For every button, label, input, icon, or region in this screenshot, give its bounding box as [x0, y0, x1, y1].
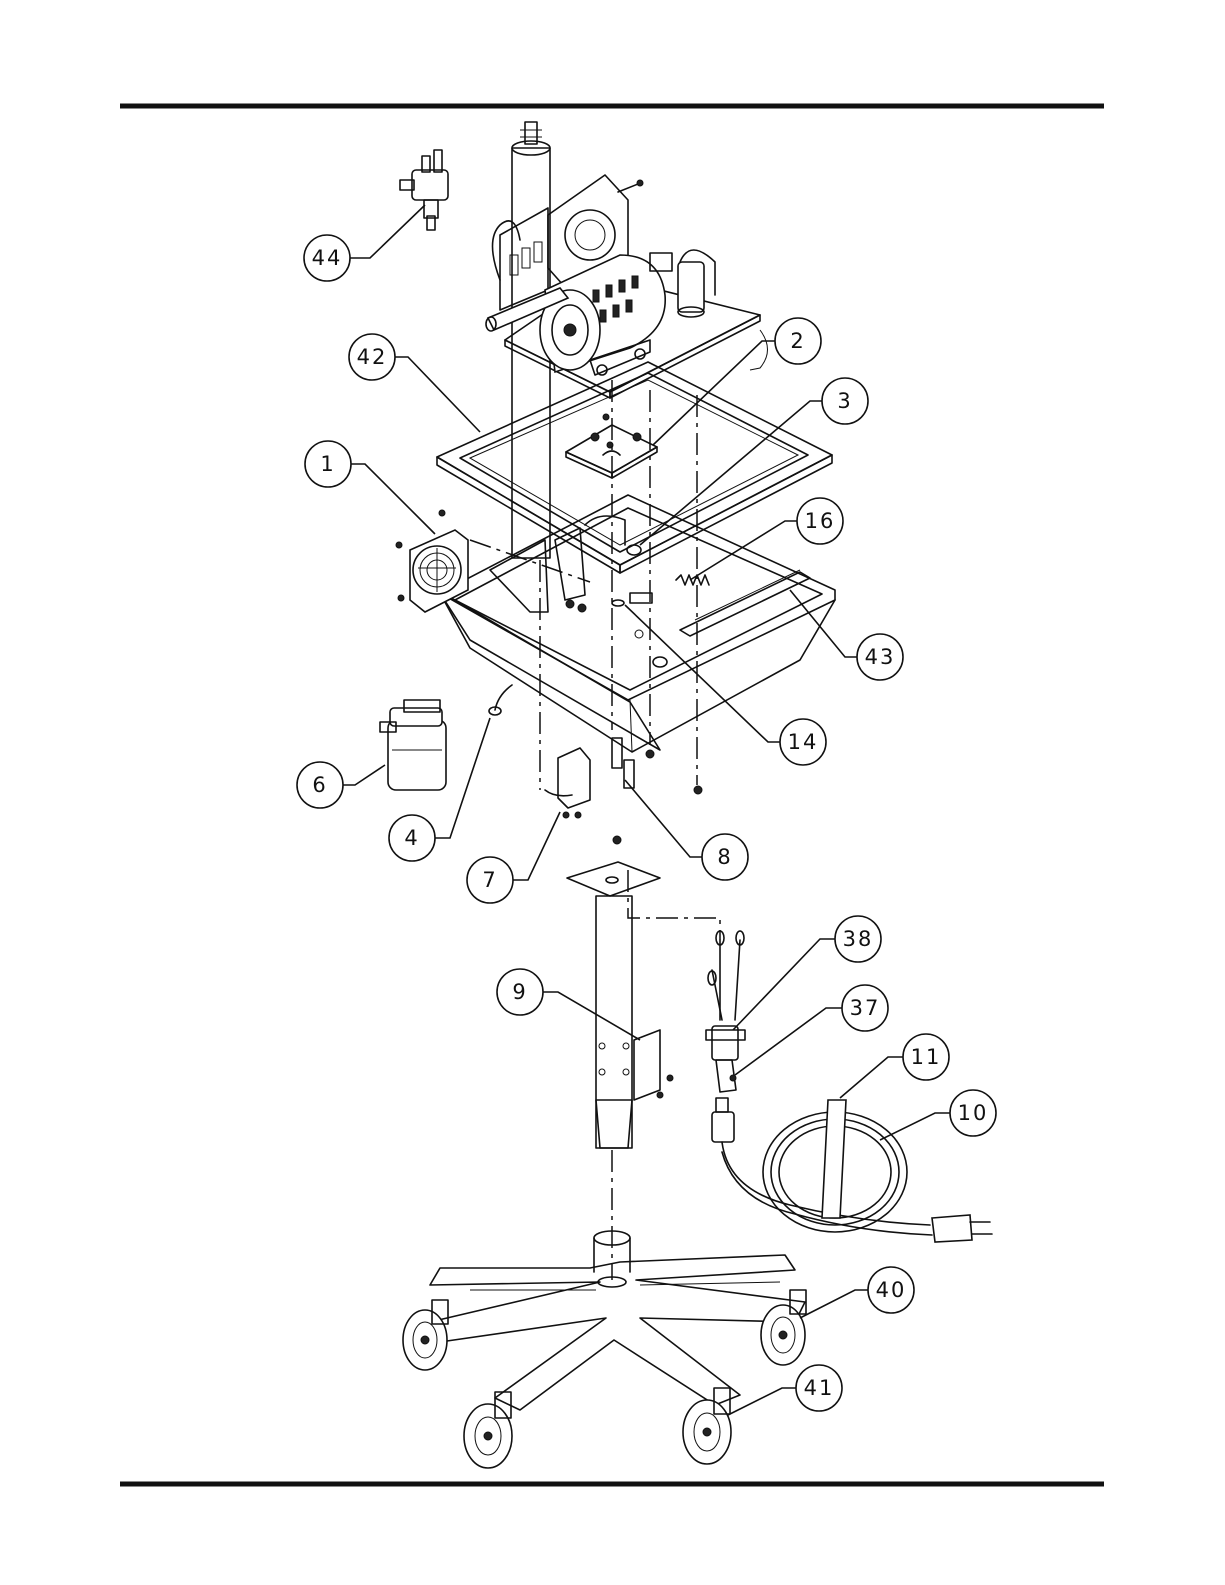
caster-wheel-right-front [683, 1388, 731, 1464]
hose-barb [612, 738, 702, 844]
callout-10: 10 [950, 1090, 996, 1136]
callout-42: 42 [349, 334, 395, 380]
callout-label: 37 [850, 996, 881, 1020]
callout-label: 38 [843, 927, 874, 951]
callout-label: 41 [804, 1376, 835, 1400]
caster-base [430, 1231, 805, 1410]
callout-37: 37 [842, 985, 888, 1031]
callout-label: 10 [958, 1101, 989, 1125]
caster-wheel-left-back [403, 1300, 448, 1370]
support-pole [567, 862, 673, 1148]
callout-label: 9 [512, 980, 527, 1004]
callout-label: 6 [312, 773, 327, 797]
callout-label: 44 [312, 246, 343, 270]
switch-bracket [545, 748, 590, 818]
base-tray [440, 495, 835, 752]
power-inlet [706, 931, 745, 1142]
callout-16: 16 [797, 498, 843, 544]
filter-jar [380, 700, 446, 790]
callout-8: 8 [702, 834, 748, 880]
callout-label: 43 [865, 645, 896, 669]
callout-label: 16 [805, 509, 836, 533]
callout-40: 40 [868, 1267, 914, 1313]
callout-label: 1 [320, 452, 335, 476]
callout-1: 1 [305, 441, 351, 487]
callout-label: 11 [911, 1045, 942, 1069]
callout-38: 38 [835, 916, 881, 962]
callout-label: 8 [717, 845, 732, 869]
callout-44: 44 [304, 235, 350, 281]
regulator-fitting [400, 150, 448, 230]
cooling-fan [396, 510, 468, 612]
callout-14: 14 [780, 719, 826, 765]
assembly-centerlines [470, 380, 720, 1280]
motor-pump-assembly [486, 175, 768, 398]
callout-7: 7 [467, 857, 513, 903]
callout-label: 14 [788, 730, 819, 754]
callout-2: 2 [775, 318, 821, 364]
callout-9: 9 [497, 969, 543, 1015]
callout-label: 7 [482, 868, 497, 892]
lid-frame [437, 362, 832, 573]
callout-label: 42 [357, 345, 388, 369]
callout-label: 2 [790, 329, 805, 353]
callout-6: 6 [297, 762, 343, 808]
callout-label: 40 [876, 1278, 907, 1302]
callout-4: 4 [389, 815, 435, 861]
callout-3: 3 [822, 378, 868, 424]
callout-11: 11 [903, 1034, 949, 1080]
callout-label: 4 [404, 826, 419, 850]
callout-label: 3 [837, 389, 852, 413]
callout-43: 43 [857, 634, 903, 680]
callout-41: 41 [796, 1365, 842, 1411]
